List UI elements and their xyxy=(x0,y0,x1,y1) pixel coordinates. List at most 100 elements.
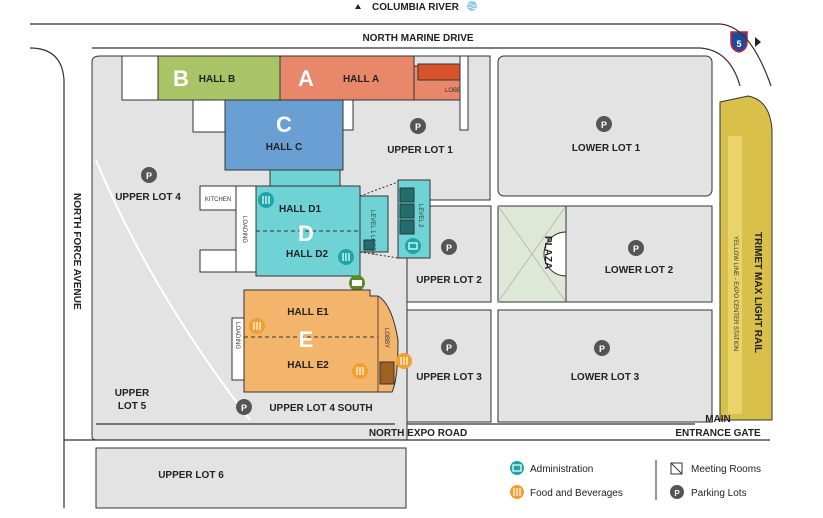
upper-lot-1-label: UPPER LOT 1 xyxy=(387,145,453,156)
upper-lot-2-label: UPPER LOT 2 xyxy=(416,275,482,286)
svg-text:P: P xyxy=(633,244,639,254)
level-1-lobby-label: LEVEL 1 LOBBY xyxy=(369,210,375,255)
upper-lot-3-label: UPPER LOT 3 xyxy=(416,372,482,383)
parking-icon xyxy=(628,240,644,256)
parking-icon xyxy=(141,167,157,183)
level-link-top xyxy=(359,181,399,197)
hall-e-letter: E xyxy=(299,327,314,352)
food-icon xyxy=(249,318,265,334)
legend-administration: Administration xyxy=(530,464,593,475)
plaza-paths xyxy=(497,205,567,303)
east-arrow-icon xyxy=(755,37,761,47)
meeting-room-icon xyxy=(379,361,395,385)
kitchen xyxy=(199,185,237,211)
upper-lot-6-label: UPPER LOT 6 xyxy=(158,470,224,481)
meeting-room-icon xyxy=(399,187,415,203)
hall-e xyxy=(243,289,399,393)
connector-icon-detail xyxy=(352,280,362,286)
hall-e-lobby-label: LOBBY xyxy=(383,328,389,348)
svg-text:P: P xyxy=(446,243,452,253)
parking-icon xyxy=(441,339,457,355)
interstate-5-icon: 5 xyxy=(730,31,748,53)
loading-d-dock xyxy=(199,249,237,273)
north-marine-drive-bottom-edge xyxy=(92,47,741,87)
hall-d-top xyxy=(269,169,341,189)
north-expo-road-label: NORTH EXPO ROAD xyxy=(369,428,467,439)
water-icon xyxy=(467,1,477,11)
upper-lot-5-label-1: UPPER xyxy=(115,388,150,399)
parking-icon xyxy=(596,116,612,132)
hall-b-annex xyxy=(121,55,161,101)
hall-e1-label: HALL E1 xyxy=(287,307,329,318)
svg-text:P: P xyxy=(241,403,247,413)
upper-lot-6 xyxy=(95,447,407,509)
lot-divider-line xyxy=(95,159,251,421)
hall-d1-label: HALL D1 xyxy=(279,204,321,215)
parking-icon xyxy=(441,239,457,255)
legend-parking-lots: Parking Lots xyxy=(691,488,747,499)
administration-icon xyxy=(405,238,421,254)
rail-platform xyxy=(728,136,742,414)
parking-icon xyxy=(236,399,252,415)
svg-text:P: P xyxy=(674,489,680,498)
main-gate-label-2: ENTRANCE GATE xyxy=(675,428,761,439)
kitchen-label: KITCHEN xyxy=(205,197,231,203)
main-gate-label-1: MAIN xyxy=(705,414,731,425)
upper-lot-5-label-2: LOT 5 xyxy=(118,401,147,412)
parking-icon xyxy=(594,340,610,356)
hall-c-label: HALL C xyxy=(266,142,302,153)
hall-c-annex-right xyxy=(342,99,354,131)
hall-c-letter: C xyxy=(276,112,292,137)
north-arrow-icon xyxy=(355,4,361,9)
hall-a xyxy=(279,55,415,101)
hall-d2-label: HALL D2 xyxy=(286,249,328,260)
lower-lot-2-label: LOWER LOT 2 xyxy=(605,265,674,276)
parking-icon xyxy=(410,118,426,134)
hall-c xyxy=(224,99,344,171)
legend: Administration Food and Beverages Meetin… xyxy=(510,460,761,500)
rail-subtitle: YELLOW LINE - EXPO CENTER STATION xyxy=(732,236,738,351)
rail-title: TRIMET MAX LIGHT RAIL xyxy=(752,232,763,353)
meeting-room-icon xyxy=(399,219,415,235)
max-light-rail-area xyxy=(719,95,773,421)
lower-lot-1-label: LOWER LOT 1 xyxy=(572,143,641,154)
food-icon xyxy=(396,353,412,369)
food-icon xyxy=(352,363,368,379)
food-icon xyxy=(510,485,524,499)
plaza-label: PLAZA xyxy=(542,236,553,269)
legend-food: Food and Beverages xyxy=(530,488,623,499)
hall-a-red-block xyxy=(417,63,465,81)
food-icon xyxy=(258,192,274,208)
hall-a-walkway xyxy=(459,55,469,131)
level-2-label: LEVEL 2 xyxy=(417,204,423,228)
legend-meeting-rooms: Meeting Rooms xyxy=(691,464,761,475)
svg-text:5: 5 xyxy=(736,39,741,49)
loading-d-label: LOADING xyxy=(241,216,247,243)
administration-icon xyxy=(510,461,524,475)
north-marine-drive-top-edge xyxy=(30,23,772,87)
svg-text:P: P xyxy=(446,343,452,353)
meeting-room-icon xyxy=(363,239,375,251)
parking-icon xyxy=(670,485,684,499)
meeting-room-icon-slash xyxy=(670,462,683,475)
upper-lot-4-label: UPPER LOT 4 xyxy=(115,192,181,203)
hall-a-letter: A xyxy=(298,66,314,91)
hall-a-lobby-label: LOBBY xyxy=(445,88,465,94)
north-marine-drive-label: NORTH MARINE DRIVE xyxy=(362,33,473,44)
hall-d-letter: D xyxy=(298,221,314,246)
hall-c-annex-left xyxy=(192,99,226,133)
hall-a-label: HALL A xyxy=(343,74,379,85)
hall-e2-label: HALL E2 xyxy=(287,360,329,371)
loading-e-label: LOADING xyxy=(234,322,240,349)
north-force-avenue-label: NORTH FORCE AVENUE xyxy=(71,193,82,310)
river-label: COLUMBIA RIVER xyxy=(372,2,460,13)
level-link-bottom xyxy=(359,251,399,259)
lower-lot-3-label: LOWER LOT 3 xyxy=(571,372,640,383)
svg-text:P: P xyxy=(146,171,152,181)
upper-lot-4-south-label: UPPER LOT 4 SOUTH xyxy=(269,403,372,414)
lower-lot-3 xyxy=(497,309,713,423)
north-force-avenue-edge xyxy=(29,47,65,508)
meeting-room-icon xyxy=(399,203,415,219)
svg-text:P: P xyxy=(601,120,607,130)
